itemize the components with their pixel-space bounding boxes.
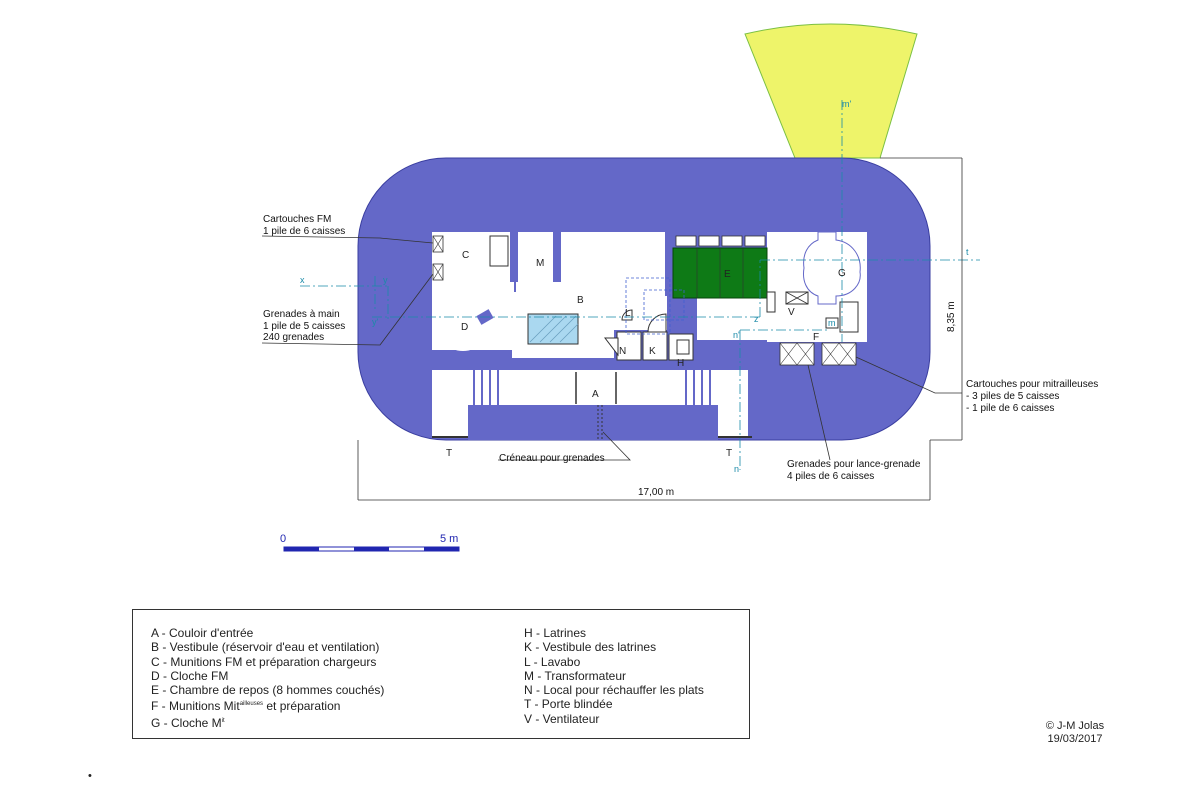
corridor-doors: [575, 372, 617, 404]
room-m: [516, 232, 560, 292]
credit: © J-M Jolas 19/03/2017: [1020, 720, 1130, 746]
bullet-mark: •: [88, 770, 92, 782]
ann-cartouches-mit-2: - 3 piles de 5 caisses: [966, 391, 1059, 402]
dashed-outlines: [625, 277, 685, 335]
room-label-l: L: [625, 308, 631, 319]
corridor-posts: [473, 370, 711, 405]
door-swing-n: [603, 337, 619, 357]
section-axes: [300, 100, 980, 470]
room-label-t1: T: [446, 448, 452, 459]
credit-author: © J-M Jolas: [1045, 720, 1105, 732]
legend-item-c: C - Munitions FM et préparation chargeur…: [151, 654, 377, 669]
legend-item-v: V - Ventilateur: [524, 711, 600, 726]
scale-start: 0: [280, 533, 286, 545]
room-label-e: E: [724, 269, 731, 280]
legend-item-b: B - Vestibule (réservoir d'eau et ventil…: [151, 640, 380, 655]
legend-item-t: T - Porte blindée: [524, 697, 613, 712]
axis-label-t: t: [966, 247, 969, 257]
axis-label-y-prime: y': [372, 317, 379, 327]
legend-item-f-text: F - Munitions Mit: [151, 699, 240, 714]
axis-label-n: n: [734, 464, 739, 474]
room-label-d: D: [461, 322, 468, 333]
legend-item-h: H - Latrines: [524, 626, 587, 640]
ammo-crosses: [432, 235, 857, 366]
axis-label-x: x: [300, 275, 305, 285]
ann-grenades-lance-1: Grenades pour lance-grenade: [787, 459, 921, 470]
legend-right: H - Latrines K - Vestibule des latrines …: [524, 626, 704, 726]
dim-width: 17,00 m: [638, 487, 674, 498]
room-vest-e: [697, 296, 779, 340]
g-cabinet: [839, 301, 859, 333]
legend-item-k: K - Vestibule des latrines: [524, 640, 657, 655]
legend-item-g-text: G - Cloche M: [151, 715, 222, 730]
bunk-lines: [696, 248, 744, 298]
legend-item-f: F - Munitions Mitailleuses et préparatio…: [151, 697, 384, 713]
ann-creneau: Créneau pour grenades: [499, 453, 605, 464]
room-k: [642, 331, 668, 361]
legend-item-n: N - Local pour réchauffer les plats: [524, 683, 704, 698]
vent-duct: [766, 291, 776, 313]
legend-item-e: E - Chambre de repos (8 hommes couchés): [151, 683, 385, 698]
g-step: [825, 317, 839, 329]
room-label-m: M: [536, 258, 544, 269]
legend-item-a: A - Couloir d'entrée: [151, 626, 254, 640]
axis-label-y: y: [383, 275, 388, 285]
ann-grenades-main-1: Grenades à main: [263, 309, 340, 320]
room-label-k: K: [649, 346, 656, 357]
ann-grenades-main-2: 1 pile de 5 caisses: [263, 321, 345, 332]
ann-grenades-lance-2: 4 piles de 6 caisses: [787, 471, 874, 482]
legend-item-f-suffix: et préparation: [263, 699, 341, 714]
legend-item-l: L - Lavabo: [524, 654, 581, 669]
legend-box: A - Couloir d'entrée B - Vestibule (rése…: [132, 609, 750, 739]
room-n: [616, 331, 642, 361]
tank-hatch: [529, 315, 579, 343]
toilet-icon: [676, 339, 690, 355]
cloche-fm: [435, 295, 491, 351]
axis-label-m-prime: m': [842, 99, 851, 109]
ann-cartouches-fm-1: Cartouches FM: [263, 214, 331, 225]
grenade-slot: [597, 405, 603, 440]
room-label-n: N: [619, 346, 626, 357]
axis-label-m: m: [828, 318, 836, 328]
room-label-g: G: [838, 268, 846, 279]
room-label-h: H: [677, 358, 684, 369]
room-label-a: A: [592, 389, 599, 400]
room-label-v: V: [788, 307, 795, 318]
firing-sector: [744, 23, 918, 159]
room-label-c: C: [462, 250, 469, 261]
axis-label-z: z: [754, 314, 759, 324]
ann-cartouches-mit-3: - 1 pile de 6 caisses: [966, 403, 1054, 414]
room-label-t2: T: [726, 448, 732, 459]
scale-end: 5 m: [440, 533, 458, 545]
legend-item-g: G - Cloche Mit: [151, 714, 384, 730]
legend-item-g-sup: it: [221, 717, 225, 724]
leader-lines: [261, 235, 962, 461]
room-label-b: B: [577, 295, 584, 306]
legend-item-f-sup: ailleuses: [239, 701, 264, 708]
lavabo-icon: [621, 309, 633, 321]
credit-date: 19/03/2017: [1047, 733, 1103, 745]
legend-left: A - Couloir d'entrée B - Vestibule (rése…: [151, 626, 384, 730]
ann-cartouches-mit-1: Cartouches pour mitrailleuses: [966, 379, 1098, 390]
ann-grenades-main-3: 240 grenades: [263, 332, 324, 343]
dim-depth: 8,35 m: [946, 301, 957, 332]
legend-item-d: D - Cloche FM: [151, 668, 229, 683]
scale-bar: 0 5 m: [280, 533, 460, 552]
axis-label-n-prime: n': [733, 330, 740, 340]
cloche-g: [803, 231, 861, 305]
transformer-box: [489, 235, 509, 267]
ann-cartouches-fm-2: 1 pile de 6 caisses: [263, 226, 345, 237]
room-label-f: F: [813, 332, 819, 343]
legend-item-m: M - Transformateur: [524, 668, 627, 683]
bunks: [675, 235, 766, 247]
